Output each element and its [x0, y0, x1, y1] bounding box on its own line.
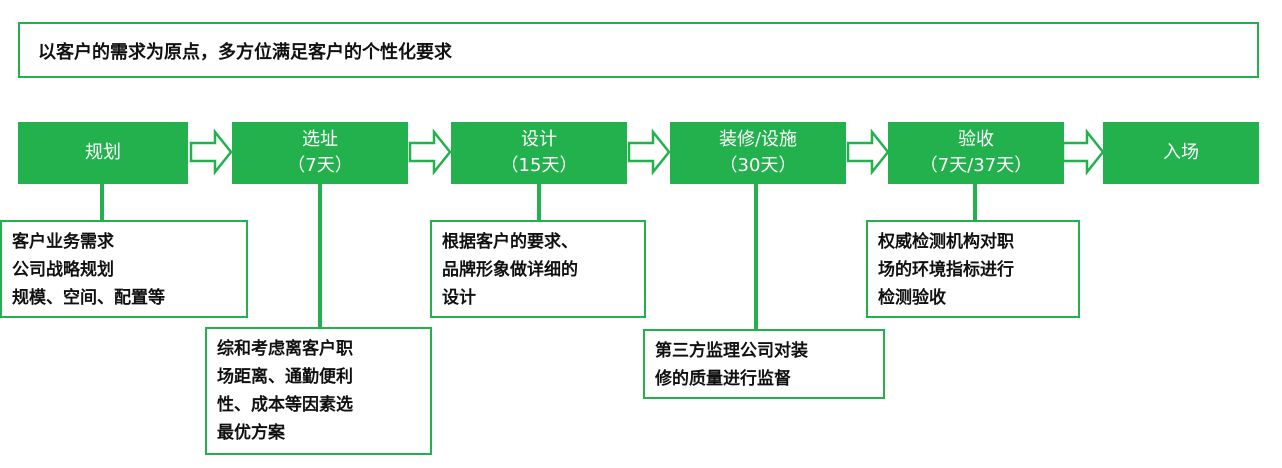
- note-line: 根据客户的要求、: [442, 232, 578, 252]
- step-duration: （7天/37天）: [919, 155, 1033, 176]
- connector-line: [754, 184, 758, 330]
- step-label: 设计: [521, 129, 557, 150]
- step-label: 验收: [958, 129, 994, 150]
- note-line: 规模、空间、配置等: [12, 288, 165, 308]
- connector-line: [537, 184, 541, 220]
- note-line: 综和考虑离客户职: [217, 339, 353, 359]
- step-design: 设计 （15天）: [451, 122, 627, 184]
- arrow-right-icon: [189, 128, 233, 176]
- step-label: 规划: [85, 142, 121, 163]
- note-line: 设计: [442, 288, 476, 308]
- step-label: 入场: [1163, 142, 1199, 163]
- note-line: 品牌形象做详细的: [442, 260, 578, 280]
- note-line: 最优方案: [217, 423, 285, 443]
- note-design: 根据客户的要求、 品牌形象做详细的 设计: [430, 220, 646, 318]
- step-move-in: 入场: [1103, 122, 1259, 184]
- step-site-selection: 选址 （7天）: [232, 122, 408, 184]
- connector-line: [973, 184, 977, 220]
- note-acceptance: 权威检测机构对职 场的环境指标进行 检测验收: [866, 220, 1080, 318]
- note-line: 客户业务需求: [12, 232, 114, 252]
- note-line: 检测验收: [878, 288, 946, 308]
- step-planning: 规划: [18, 122, 188, 184]
- note-line: 权威检测机构对职: [878, 232, 1014, 252]
- connector-line: [100, 184, 104, 220]
- header-banner: 以客户的需求为原点，多方位满足客户的个性化要求: [18, 22, 1259, 78]
- note-line: 场的环境指标进行: [878, 260, 1014, 280]
- step-acceptance: 验收 （7天/37天）: [888, 122, 1064, 184]
- header-title: 以客户的需求为原点，多方位满足客户的个性化要求: [38, 42, 452, 63]
- note-line: 场距离、通勤便利: [217, 367, 353, 387]
- connector-line: [318, 184, 322, 328]
- arrow-right-icon: [846, 128, 890, 176]
- step-duration: （30天）: [719, 155, 797, 176]
- arrow-right-icon: [408, 128, 452, 176]
- step-duration: （7天）: [287, 155, 353, 176]
- note-planning: 客户业务需求 公司战略规划 规模、空间、配置等: [0, 220, 248, 318]
- note-line: 第三方监理公司对装: [655, 341, 808, 361]
- step-duration: （15天）: [500, 155, 578, 176]
- note-line: 公司战略规划: [12, 260, 114, 280]
- note-renovation: 第三方监理公司对装 修的质量进行监督: [643, 329, 885, 399]
- arrow-right-icon: [1061, 128, 1105, 176]
- note-line: 修的质量进行监督: [655, 369, 791, 389]
- step-renovation: 装修/设施 （30天）: [670, 122, 846, 184]
- arrow-right-icon: [627, 128, 671, 176]
- note-line: 性、成本等因素选: [217, 395, 353, 415]
- step-label: 选址: [302, 129, 338, 150]
- step-label: 装修/设施: [718, 129, 798, 150]
- note-site-selection: 综和考虑离客户职 场距离、通勤便利 性、成本等因素选 最优方案: [205, 327, 432, 455]
